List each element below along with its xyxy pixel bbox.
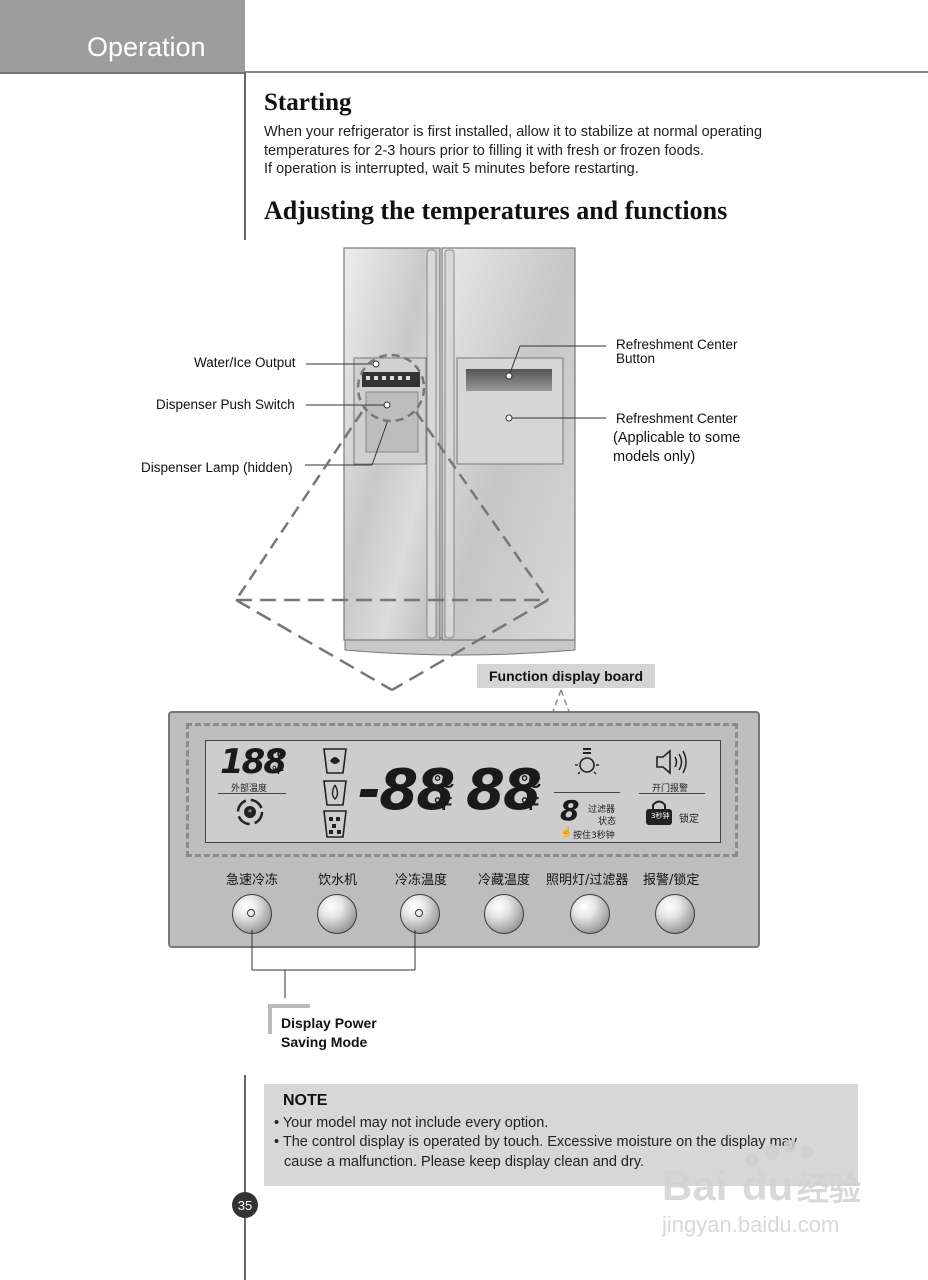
callout-refresh-center: Refreshment Center bbox=[616, 411, 738, 426]
water-dispenser-button[interactable] bbox=[317, 894, 357, 934]
note-bullet-2a: • The control display is operated by tou… bbox=[274, 1134, 798, 1150]
lock-3s-label: 3秒钟 bbox=[651, 812, 670, 820]
callout-dispenser-push-switch: Dispenser Push Switch bbox=[156, 397, 295, 412]
filter-digit: 8 bbox=[560, 794, 580, 827]
lcd-display bbox=[205, 740, 721, 843]
hold-3s-label: 按住3秒钟 bbox=[573, 831, 615, 841]
note-bullet-2b: cause a malfunction. Please keep display… bbox=[284, 1154, 645, 1170]
alarm-lock-button[interactable] bbox=[655, 894, 695, 934]
baidu-watermark: Bai du 经验 jingyan.baidu.com bbox=[661, 1139, 882, 1240]
note-box bbox=[264, 1084, 858, 1186]
express-freeze-button[interactable] bbox=[232, 894, 272, 934]
svg-text:*: * bbox=[248, 808, 252, 817]
button-label-water-dispenser: 饮水机 bbox=[318, 873, 358, 888]
speaker-icon bbox=[656, 749, 687, 775]
label-bracket bbox=[268, 1004, 310, 1034]
fridge-celsius: °C bbox=[521, 772, 542, 792]
button-label-freezer-temp: 冷冻温度 bbox=[395, 873, 448, 888]
light-bulb-icon bbox=[575, 748, 599, 775]
starting-line-2: temperatures for 2-3 hours prior to fill… bbox=[264, 143, 705, 159]
callout-refresh-button-line1: Refreshment Center bbox=[616, 337, 738, 352]
header-rule bbox=[245, 71, 928, 73]
power-saving-bracket bbox=[251, 930, 416, 998]
dispenser-mode-icons bbox=[323, 748, 347, 838]
callout-applicable-line2: models only) bbox=[613, 449, 696, 465]
filter-status-line1: 过滤器 bbox=[588, 805, 616, 815]
divider bbox=[554, 792, 620, 793]
divider bbox=[639, 793, 705, 794]
outside-temp-label: 外部温度 bbox=[231, 784, 268, 794]
button-label-light-filter: 照明灯/过滤器 bbox=[546, 873, 629, 888]
svg-text:Bai: Bai bbox=[662, 1162, 727, 1209]
margin-rule-top bbox=[244, 72, 246, 240]
lock-label: 锁定 bbox=[679, 814, 699, 825]
filter-status-line2: 状态 bbox=[598, 817, 617, 827]
svg-text:jingyan.baidu.com: jingyan.baidu.com bbox=[662, 1212, 839, 1237]
freezer-fahrenheit: °F bbox=[434, 794, 453, 814]
divider bbox=[218, 793, 286, 794]
function-display-board-label: Function display board bbox=[477, 664, 655, 688]
heading-adjusting: Adjusting the temperatures and functions bbox=[264, 196, 728, 225]
svg-text:经验: 经验 bbox=[797, 1170, 861, 1208]
freezer-temp-button[interactable] bbox=[400, 894, 440, 934]
display-highlight bbox=[186, 723, 738, 857]
lock-icon bbox=[646, 800, 672, 825]
button-label-express-freeze: 急速冷冻 bbox=[226, 873, 279, 888]
callout-dispenser-lamp: Dispenser Lamp (hidden) bbox=[141, 460, 293, 475]
outside-temp-celsius: °C bbox=[272, 747, 286, 761]
outside-temp-fahrenheit: °F bbox=[272, 763, 285, 777]
heading-starting: Starting bbox=[264, 89, 352, 116]
starting-line-1: When your refrigerator is first installe… bbox=[264, 124, 763, 140]
callout-water-ice-output: Water/Ice Output bbox=[194, 355, 296, 370]
outside-temp-digits: 188 bbox=[220, 742, 287, 782]
note-bullet-1: • Your model may not include every optio… bbox=[274, 1115, 549, 1131]
freezer-celsius: °C bbox=[434, 772, 455, 792]
light-filter-button[interactable] bbox=[570, 894, 610, 934]
express-freeze-icon: * bbox=[236, 798, 264, 826]
button-label-alarm-lock: 报警/锁定 bbox=[643, 873, 700, 888]
page-number: 35 bbox=[232, 1192, 258, 1218]
button-label-fridge-temp: 冷藏温度 bbox=[478, 873, 531, 888]
callout-applicable-line1: (Applicable to some bbox=[613, 430, 741, 446]
section-title: Operation bbox=[87, 32, 206, 62]
section-tab: Operation bbox=[0, 0, 245, 74]
callout-refresh-button-line2: Button bbox=[616, 351, 656, 366]
starting-line-3: If operation is interrupted, wait 5 minu… bbox=[264, 161, 639, 177]
freezer-temp-digits: -88 bbox=[358, 758, 455, 823]
fridge-temp-digits: 88 bbox=[466, 758, 542, 823]
power-saving-line2: Saving Mode bbox=[281, 1034, 368, 1050]
door-alarm-label: 开门报警 bbox=[652, 784, 689, 794]
hand-icon: ☝ bbox=[560, 827, 573, 838]
fridge-fahrenheit: °F bbox=[521, 794, 540, 814]
refrigerator-illustration bbox=[234, 247, 606, 720]
note-title: NOTE bbox=[283, 1092, 328, 1109]
svg-text:du: du bbox=[742, 1162, 793, 1209]
power-saving-line1: Display Power bbox=[281, 1015, 377, 1031]
margin-rule-bottom bbox=[244, 1075, 246, 1280]
fridge-temp-button[interactable] bbox=[484, 894, 524, 934]
